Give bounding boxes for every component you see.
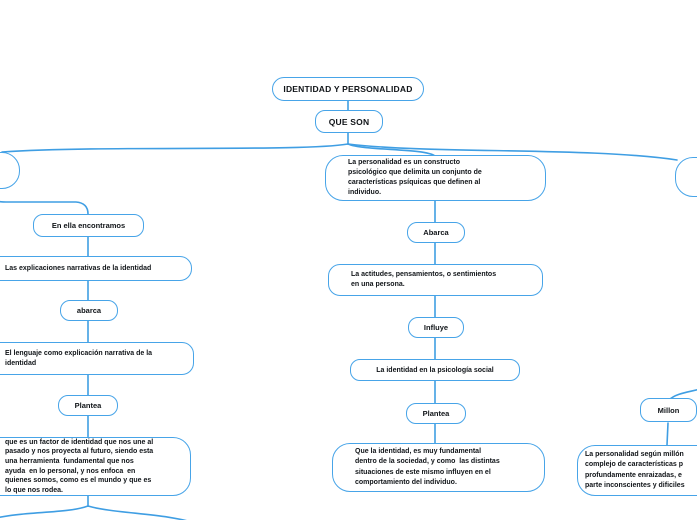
node-millon[interactable]: Millon — [640, 398, 697, 422]
node-influye-label: Influye — [423, 323, 449, 332]
node-actitudes[interactable]: La actitudes, pensamientos, o sentimient… — [328, 264, 543, 296]
node-sociedad-line: situaciones de este mismo influyen en el — [355, 468, 491, 476]
node-plantea-left[interactable]: Plantea — [58, 395, 118, 416]
node-root[interactable]: IDENTIDAD Y PERSONALIDAD — [272, 77, 424, 101]
node-explicaciones-narrativas-label: Las explicaciones narrativas de la ident… — [5, 265, 152, 272]
node-psicologia-social[interactable]: La identidad en la psicología social — [350, 359, 520, 381]
node-lenguaje-line: identidad — [5, 359, 37, 367]
connector-leftcut-elbow — [0, 200, 89, 215]
node-abarca-left[interactable]: abarca — [60, 300, 118, 321]
node-millon-def-line: La personalidad según millón — [585, 451, 684, 459]
node-que-son-label: QUE SON — [328, 116, 370, 127]
node-sociedad-line: Que la identidad, es muy fundamental — [355, 448, 482, 456]
node-influye[interactable]: Influye — [408, 317, 464, 338]
node-abarca-middle[interactable]: Abarca — [407, 222, 465, 243]
node-factor-line: quienes somos, como es el mundo y que es — [5, 477, 152, 485]
node-que-son[interactable]: QUE SON — [315, 110, 383, 133]
node-factor-line: que es un factor de identidad que nos un… — [5, 438, 154, 446]
connector-queson-right — [347, 143, 678, 161]
connector-left-bottom-fork-left — [0, 505, 89, 519]
node-plantea-left-label: Plantea — [74, 401, 102, 410]
node-factor-line: pasado y nos proyecta al futuro, siendo … — [5, 448, 154, 456]
node-abarca-middle-label: Abarca — [423, 228, 449, 237]
connector-queson-left — [1, 143, 349, 153]
connector-left-bottom-fork-right — [87, 505, 187, 520]
node-millon-def-line: profundamente enraizadas, e — [585, 471, 682, 479]
node-sociedad-line: comportamiento del individuo. — [355, 478, 457, 486]
node-personalidad-line: individuo. — [348, 189, 382, 197]
node-actitudes-line: en una persona. — [351, 281, 405, 288]
node-sociedad-line: dentro de la sociedad, y como las distin… — [355, 458, 500, 466]
node-plantea-middle[interactable]: Plantea — [406, 403, 466, 424]
node-personalidad-line: características psíquicas que definen al — [348, 179, 481, 186]
node-psicologia-social-label: La identidad en la psicología social — [376, 366, 494, 374]
node-millon-def-line: parte inconscientes y dificiles — [585, 481, 685, 489]
node-root-label: IDENTIDAD Y PERSONALIDAD — [283, 84, 413, 94]
node-personalidad-line: La personalidad es un constructo — [348, 158, 461, 166]
node-factor-identidad[interactable]: que es un factor de identidad que nos un… — [0, 437, 191, 496]
connector-millon-definicion — [666, 422, 669, 446]
node-factor-line: lo que nos rodea. — [5, 486, 63, 494]
node-explicaciones-narrativas[interactable]: Las explicaciones narrativas de la ident… — [0, 256, 192, 281]
node-abarca-left-label: abarca — [76, 306, 102, 315]
connector-queson-middle — [347, 143, 436, 157]
node-en-ella-encontramos-label: En ella encontramos — [51, 221, 126, 230]
node-en-ella-encontramos[interactable]: En ella encontramos — [33, 214, 144, 237]
node-millon-label: Millon — [657, 405, 680, 415]
node-sociedad[interactable]: Que la identidad, es muy fundamental den… — [332, 443, 545, 492]
node-lenguaje-line: El lenguaje como explicación narrativa d… — [5, 349, 153, 357]
node-factor-line: ayuda en lo personal, y nos enfoca en — [5, 467, 136, 475]
node-plantea-middle-label: Plantea — [422, 409, 450, 418]
node-millon-def-line: complejo de características p — [585, 461, 684, 469]
node-personalidad-definicion[interactable]: La personalidad es un constructo psicoló… — [325, 155, 546, 201]
node-actitudes-line: La actitudes, pensamientos, o sentimient… — [351, 270, 497, 278]
node-personalidad-line: psicológico que delimita un conjunto de — [348, 168, 482, 176]
node-personalidad-segun-millon[interactable]: La personalidad según millón complejo de… — [577, 445, 697, 496]
node-factor-line: una herramienta fundamental que nos — [5, 457, 134, 465]
node-lenguaje-explicacion[interactable]: El lenguaje como explicación narrativa d… — [0, 342, 194, 375]
